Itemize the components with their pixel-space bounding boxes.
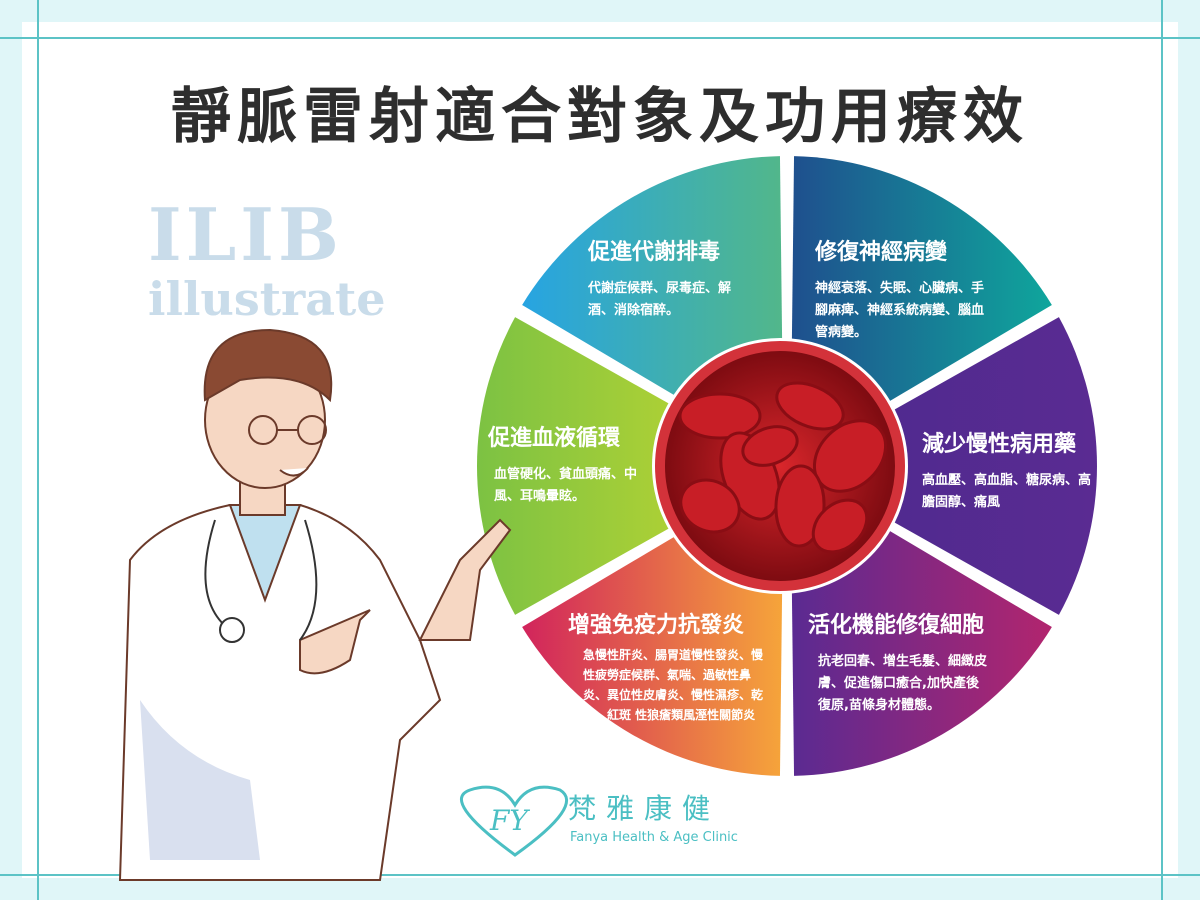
frame-line-bottom (0, 874, 1200, 876)
frame-line-left (37, 0, 39, 900)
segment-nerve: 修復神經病變 神經衰落、失眠、心臟病、手腳麻痺、神經系統病變、腦血管病變。 (815, 234, 995, 344)
segment-text: 神經衰落、失眠、心臟病、手腳麻痺、神經系統病變、腦血管病變。 (815, 281, 985, 340)
segment-text: 抗老回春、增生毛髮、細緻皮膚、促進傷口癒合,加快產後復原,苗條身材體態。 (818, 654, 988, 713)
blood-cell (811, 498, 869, 554)
segment-text: 急慢性肝炎、腸胃道慢性發炎、慢性疲勞症候群、氣喘、過敏性鼻炎、異位性皮膚炎、慢性… (583, 648, 764, 722)
blood-cell (774, 464, 826, 548)
segment-heading: 促進代謝排毒 (588, 239, 721, 265)
frame-line-right (1161, 0, 1163, 900)
segment-metabolism: 促進代謝排毒 代謝症候群、尿毒症、解酒、消除宿醉。 (588, 234, 768, 322)
blood-cell (741, 425, 799, 467)
segment-circulation: 促進血液循環 血管硬化、貧血頭痛、中風、耳鳴暈眩。 (488, 420, 668, 508)
logo-name-cn: 梵雅康健 (568, 792, 721, 825)
doctor-illustration (118, 328, 512, 881)
segment-shape-circulation (477, 317, 780, 615)
segment-text: 高血壓、高血脂、糖尿病、高膽固醇、痛風 (922, 473, 1092, 510)
segment-heading: 活化機能修復細胞 (808, 612, 985, 638)
watermark-ilib: ILIB (148, 192, 343, 277)
segment-text: 代謝症候群、尿毒症、解酒、消除宿醉。 (588, 281, 732, 318)
page-title: 靜脈雷射適合對象及功用療效 (171, 82, 1029, 152)
blood-cell (775, 381, 845, 431)
logo-name-en: Fanya Health & Age Clinic (570, 830, 738, 845)
segment-cell-repair: 活化機能修復細胞 抗老回春、增生毛髮、細緻皮膚、促進傷口癒合,加快產後復原,苗條… (808, 607, 1028, 717)
segment-heading: 減少慢性病用藥 (922, 431, 1077, 457)
segment-shape-chronic (794, 317, 1097, 615)
segment-heading: 促進血液循環 (488, 425, 621, 451)
segment-chronic: 減少慢性病用藥 高血壓、高血脂、糖尿病、高膽固醇、痛風 (922, 426, 1102, 514)
blood-cell (679, 478, 741, 534)
segment-immunity: 增強免疫力抗發炎 急慢性肝炎、腸胃道慢性發炎、慢性疲勞症候群、氣喘、過敏性鼻炎、… (568, 607, 778, 725)
segment-heading: 增強免疫力抗發炎 (568, 612, 745, 638)
segment-text: 血管硬化、貧血頭痛、中風、耳鳴暈眩。 (494, 467, 638, 504)
blood-cell (678, 392, 762, 440)
watermark-illustrate: illustrate (148, 272, 386, 326)
segment-heading: 修復神經病變 (815, 239, 948, 265)
frame-line-top (0, 37, 1200, 39)
